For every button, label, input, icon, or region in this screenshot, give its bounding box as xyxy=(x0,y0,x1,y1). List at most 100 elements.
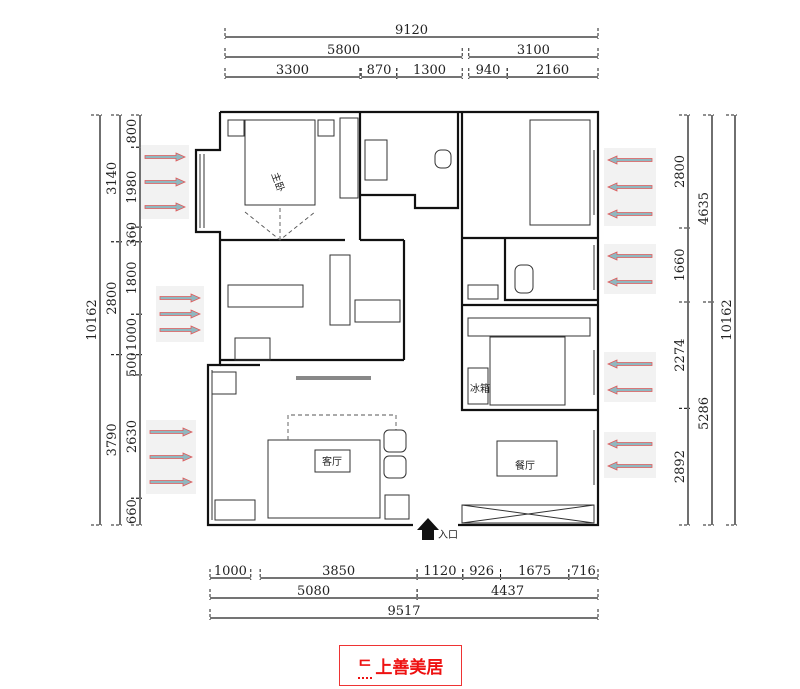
ventilation-group-right-0 xyxy=(604,148,656,226)
dimension-label: 940 xyxy=(476,63,501,78)
room-label-living: 客厅 xyxy=(322,455,342,468)
dimension-top-5800: 5800 xyxy=(224,43,463,59)
arrow-right-icon xyxy=(159,325,201,335)
dimension-right-2800: 2800 xyxy=(673,114,690,229)
dimension-left-10162: 10162 xyxy=(85,114,102,526)
dimension-label: 500 xyxy=(125,352,140,377)
dimension-top-3300: 3300 xyxy=(224,63,361,79)
arrow-left-icon xyxy=(607,251,653,261)
dimension-label: 1000 xyxy=(125,318,140,351)
arrow-left-icon xyxy=(607,439,653,449)
dimension-bottom-5080: 5080 xyxy=(209,584,418,600)
dimension-label: 2800 xyxy=(673,155,688,188)
dimension-label: 5080 xyxy=(297,584,330,599)
dimension-label: 660 xyxy=(125,499,140,524)
brand-logo: ᄃ 上善美居 xyxy=(339,645,462,686)
dimension-label: 2892 xyxy=(673,450,688,483)
dimension-bottom-3850: 3850 xyxy=(259,564,418,580)
dimension-label: 5800 xyxy=(327,43,360,58)
dimension-label: 3140 xyxy=(105,162,120,195)
ventilation-group-right-1 xyxy=(604,244,656,294)
furniture xyxy=(211,117,595,524)
ventilation-group-left-1 xyxy=(156,286,204,342)
dimension-right-2274: 2274 xyxy=(673,301,690,409)
dimension-label: 3300 xyxy=(276,63,309,78)
arrow-right-icon xyxy=(149,477,193,487)
ventilation-arrows xyxy=(141,145,656,494)
arrow-right-icon xyxy=(149,427,193,437)
dimension-label: 800 xyxy=(125,119,140,144)
dimension-top-940: 940 xyxy=(468,63,508,79)
dimension-right-4635: 4635 xyxy=(697,114,714,303)
walls xyxy=(194,110,600,527)
entrance-arrow-icon xyxy=(417,518,439,540)
arrow-right-icon xyxy=(149,452,193,462)
dimension-label: 9517 xyxy=(387,604,420,619)
arrow-left-icon xyxy=(607,209,653,219)
arrow-right-icon xyxy=(144,202,186,212)
dimension-label: 1000 xyxy=(214,564,247,579)
dimension-label: 716 xyxy=(571,564,596,579)
dimension-label: 3850 xyxy=(322,564,355,579)
dimension-lines: 9120 5800 3100 3300 870 1300 940 2160 10162 3140 2… xyxy=(85,23,737,620)
dimension-label: 3790 xyxy=(105,423,120,456)
dimension-right-5286: 5286 xyxy=(697,301,714,526)
dimension-label: 4635 xyxy=(697,192,712,225)
dimension-label: 360 xyxy=(125,222,140,247)
dimension-label: 1800 xyxy=(125,261,140,294)
dimension-label: 2274 xyxy=(673,339,688,372)
room-label-dining: 餐厅 xyxy=(515,459,535,472)
dimension-bottom-926: 926 xyxy=(462,564,502,580)
dimension-top-9120: 9120 xyxy=(224,23,599,39)
arrow-left-icon xyxy=(607,385,653,395)
room-label-entrance: 入口 xyxy=(438,530,458,541)
dimension-label: 10162 xyxy=(720,299,735,340)
arrow-right-icon xyxy=(159,293,201,303)
dimension-label: 870 xyxy=(367,63,392,78)
dimension-right-10162: 10162 xyxy=(720,114,737,526)
dimension-left-3140: 3140 xyxy=(105,114,122,243)
arrow-right-icon xyxy=(144,152,186,162)
logo-mark-icon: ᄃ xyxy=(357,653,373,679)
dimension-bottom-716: 716 xyxy=(568,564,599,580)
dimension-top-1300: 1300 xyxy=(396,63,463,79)
ventilation-group-right-3 xyxy=(604,432,656,478)
dimension-left-2630: 2630 xyxy=(125,374,142,499)
arrow-left-icon xyxy=(607,155,653,165)
dimension-label: 10162 xyxy=(85,299,100,340)
arrow-left-icon xyxy=(607,277,653,287)
dimension-label: 1980 xyxy=(125,171,140,204)
dimension-right-1660: 1660 xyxy=(673,227,690,303)
dimension-bottom-4437: 4437 xyxy=(416,584,599,600)
dimension-label: 5286 xyxy=(697,397,712,430)
dimension-left-800: 800 xyxy=(125,114,142,148)
dimension-label: 3100 xyxy=(517,43,550,58)
ventilation-group-right-2 xyxy=(604,352,656,402)
dimension-left-1980: 1980 xyxy=(125,146,142,228)
dimension-left-500: 500 xyxy=(125,352,142,377)
dimension-top-3100: 3100 xyxy=(468,43,599,59)
dimension-label: 9120 xyxy=(395,23,428,38)
logo-text: 上善美居 xyxy=(375,658,444,678)
arrow-right-icon xyxy=(159,309,201,319)
dimension-left-1800: 1800 xyxy=(125,241,142,315)
room-label-master-bedroom: 主卧 xyxy=(269,171,288,194)
arrow-left-icon xyxy=(607,461,653,471)
dimension-label: 2160 xyxy=(536,63,569,78)
dimension-top-870: 870 xyxy=(360,63,398,79)
dimension-bottom-9517: 9517 xyxy=(209,604,599,620)
dimension-label: 1120 xyxy=(423,564,456,579)
dimension-label: 1660 xyxy=(673,248,688,281)
dimension-label: 926 xyxy=(469,564,494,579)
dimension-label: 1675 xyxy=(518,564,551,579)
dimension-top-2160: 2160 xyxy=(506,63,599,79)
dimension-label: 2630 xyxy=(125,420,140,453)
dimension-left-1000: 1000 xyxy=(125,313,142,356)
dimension-label: 1300 xyxy=(413,63,446,78)
dimension-bottom-1000: 1000 xyxy=(209,564,252,580)
arrow-left-icon xyxy=(607,182,653,192)
ventilation-group-left-0 xyxy=(141,145,189,219)
dimension-right-2892: 2892 xyxy=(673,407,690,526)
arrow-right-icon xyxy=(144,177,186,187)
